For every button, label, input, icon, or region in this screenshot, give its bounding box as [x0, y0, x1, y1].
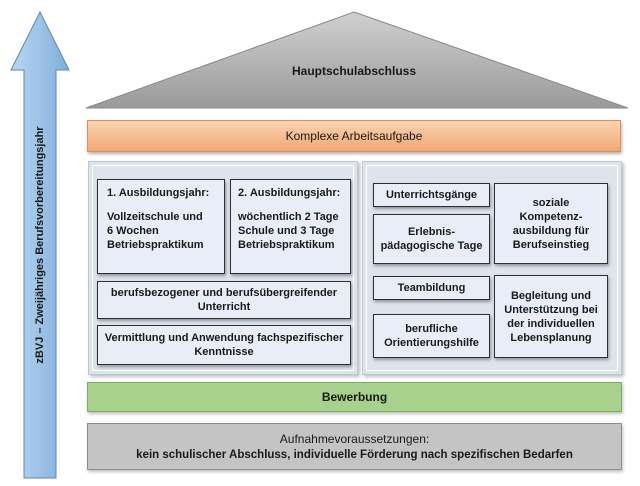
- year1-title: 1. Ausbildungsjahr:: [107, 187, 210, 199]
- year2-line-2: Schule und 3 Tage: [238, 225, 335, 237]
- lessons-line-2: Unterricht: [197, 301, 251, 313]
- social-skills-line-3: ausbildung für: [512, 224, 590, 237]
- lessons-box: berufsbezogener und berufsübergreifender…: [97, 281, 351, 319]
- arrow-label: zBVJ – Zweijähriges Berufsvorbereitungsj…: [30, 45, 50, 445]
- timeline-arrow: [10, 10, 70, 479]
- social-skills-box: soziale Kompetenz- ausbildung für Berufs…: [494, 183, 608, 264]
- year1-line-1: Vollzeitschule und: [107, 211, 203, 223]
- knowledge-box: Vermittlung und Anwendung fachspezifisch…: [97, 325, 351, 365]
- orientation-line-2: Orientierungshilfe: [384, 337, 479, 349]
- orientation-box: berufliche Orientierungshilfe: [373, 314, 490, 358]
- roof: [85, 11, 629, 109]
- knowledge-line-1: Vermittlung und Anwendung fachspezifisch…: [104, 332, 344, 344]
- roof-label: Hauptschulabschluss: [254, 64, 454, 78]
- roof-label-text: Hauptschulabschluss: [291, 64, 417, 78]
- life-planning-box: Begleitung und Unterstützung bei der ind…: [494, 275, 608, 358]
- orientation-line-1: berufliche: [405, 323, 458, 335]
- field-trips-label: Unterrichtsgänge: [385, 189, 478, 201]
- field-trips-box: Unterrichtsgänge: [373, 183, 490, 207]
- teambuilding-label: Teambildung: [397, 282, 466, 294]
- year2-box: 2. Ausbildungsjahr: wöchentlich 2 Tage S…: [230, 179, 351, 274]
- year1-line-3: Betriebspraktikum: [107, 239, 204, 251]
- life-planning-line-4: Lebensplanung: [510, 331, 592, 344]
- knowledge-line-2: Kenntnisse: [194, 346, 254, 358]
- experience-days-line-1: Erlebnis-: [407, 226, 456, 238]
- teambuilding-box: Teambildung: [373, 276, 490, 300]
- complex-task-label: Komplexe Arbeitsaufgabe: [285, 129, 423, 143]
- year1-line-2: 6 Wochen: [107, 225, 159, 237]
- social-skills-line-2: Kompetenz-: [519, 210, 583, 223]
- complex-task-band: Komplexe Arbeitsaufgabe: [87, 120, 621, 152]
- roof-shape: [85, 11, 629, 109]
- admission-line-1: Aufnahmevoraussetzungen:: [279, 431, 430, 446]
- admission-line-2: kein schulischer Abschluss, individuelle…: [136, 448, 573, 461]
- life-planning-line-2: Unterstützung bei: [504, 303, 598, 316]
- application-band: Bewerbung: [87, 382, 622, 412]
- social-skills-line-4: Berufseinstieg: [512, 238, 590, 251]
- lessons-line-1: berufsbezogener und berufsübergreifender: [110, 287, 338, 299]
- year1-box: 1. Ausbildungsjahr: Vollzeitschule und 6…: [97, 179, 225, 274]
- admission-band: Aufnahmevoraussetzungen: kein schulische…: [87, 423, 622, 470]
- year2-title: 2. Ausbildungsjahr:: [238, 187, 341, 199]
- experience-days-box: Erlebnis- pädagogische Tage: [373, 214, 490, 264]
- life-planning-line-3: der individuellen: [507, 317, 595, 330]
- experience-days-line-2: pädagogische Tage: [380, 240, 483, 252]
- year2-line-3: Betriebspraktikum: [238, 239, 335, 251]
- application-label: Bewerbung: [321, 390, 388, 404]
- year2-line-1: wöchentlich 2 Tage: [238, 211, 339, 223]
- life-planning-line-1: Begleitung und: [510, 289, 592, 302]
- arrow-shape: [10, 10, 70, 479]
- social-skills-line-1: soziale: [532, 196, 570, 209]
- arrow-label-text: zBVJ – Zweijähriges Berufsvorbereitungsj…: [34, 126, 46, 364]
